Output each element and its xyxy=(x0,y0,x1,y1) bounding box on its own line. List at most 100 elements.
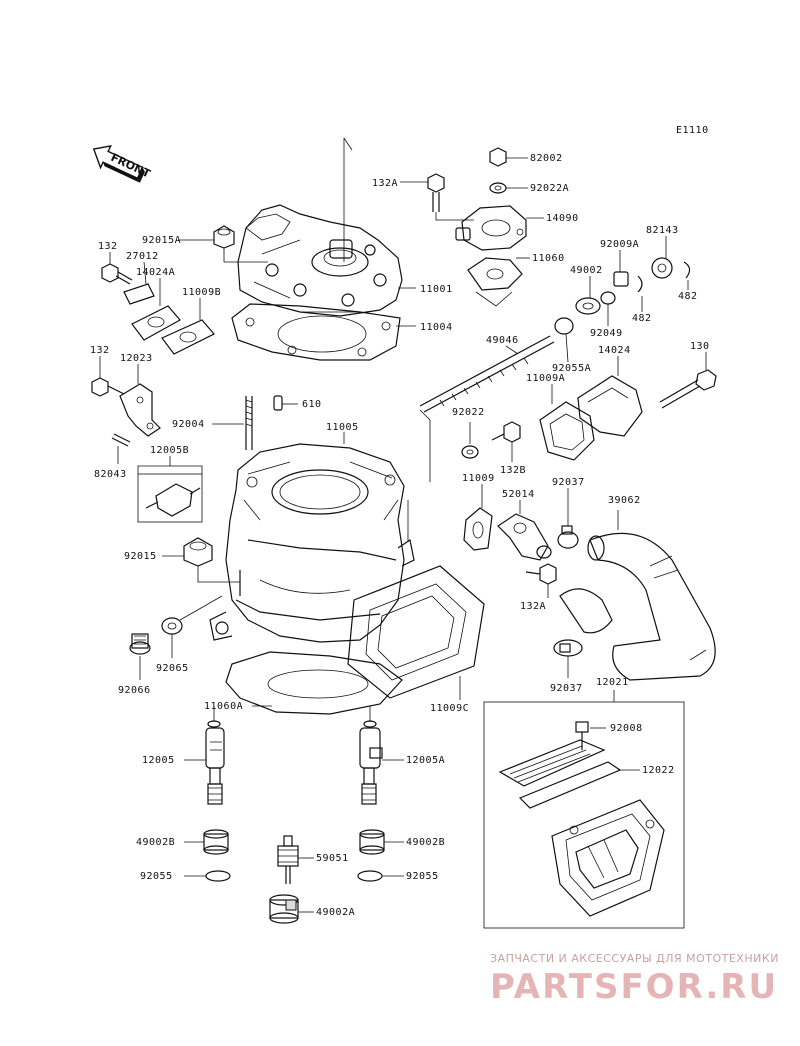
label-92066: 92066 xyxy=(118,685,151,696)
oring-92055-left xyxy=(184,870,231,882)
oring-92055-right xyxy=(357,870,404,882)
bolt-132b xyxy=(491,421,521,462)
gear-59051 xyxy=(277,835,314,884)
label-11004: 11004 xyxy=(420,322,453,333)
label-82002: 82002 xyxy=(530,153,563,164)
nut-92015 xyxy=(162,537,241,596)
label-27012: 27012 xyxy=(126,251,159,262)
reed-gasket-11009c xyxy=(347,565,485,699)
bolt-132-left xyxy=(101,252,133,285)
label-130: 130 xyxy=(690,341,710,352)
label-14024a: 14024A xyxy=(136,267,175,278)
clamp-92037-bottom xyxy=(553,639,583,678)
label-49002: 49002 xyxy=(570,265,603,276)
reed-valve-12021-box xyxy=(483,690,685,929)
seal-82143 xyxy=(651,236,673,279)
valve-12005 xyxy=(184,706,225,805)
bolt-130 xyxy=(659,352,717,409)
label-132-left: 132 xyxy=(98,241,118,252)
label-11060: 11060 xyxy=(532,253,565,264)
seal-92049 xyxy=(600,291,616,326)
label-92049: 92049 xyxy=(590,328,623,339)
diagram-code: E1110 xyxy=(676,125,709,136)
label-82043: 82043 xyxy=(94,469,127,480)
label-11060a: 11060A xyxy=(204,701,243,712)
label-12023: 12023 xyxy=(120,353,153,364)
bolt-132a-top xyxy=(400,173,474,221)
label-482-a: 482 xyxy=(678,291,698,302)
label-11005: 11005 xyxy=(326,422,359,433)
label-11009a: 11009A xyxy=(526,373,565,384)
label-92022a: 92022A xyxy=(530,183,569,194)
bearing-49002b-right xyxy=(359,829,404,855)
label-52014: 52014 xyxy=(502,489,535,500)
label-132a-mid: 132A xyxy=(520,601,546,612)
bush-92009a xyxy=(613,250,629,287)
washer-92065 xyxy=(161,595,223,658)
label-12005b: 12005B xyxy=(150,445,189,456)
reed-cage xyxy=(551,799,665,917)
label-610: 610 xyxy=(302,399,322,410)
label-12005: 12005 xyxy=(142,755,175,766)
pin-610 xyxy=(273,395,298,411)
hose-39062 xyxy=(559,510,716,681)
label-12022: 12022 xyxy=(642,765,675,776)
label-82143: 82143 xyxy=(646,225,679,236)
bearing-49002b-left xyxy=(184,829,229,855)
label-92065: 92065 xyxy=(156,663,189,674)
elbow-52014 xyxy=(497,500,552,561)
label-92037-bottom: 92037 xyxy=(550,683,583,694)
bolt-132-mid xyxy=(91,356,125,397)
label-11001: 11001 xyxy=(420,284,453,295)
label-49002b-right: 49002B xyxy=(406,837,445,848)
clamp-92037-top xyxy=(557,488,579,549)
watermark-logo: PARTSFOR.RU xyxy=(490,967,778,1007)
stud-92004 xyxy=(212,396,253,450)
cylinder-11005 xyxy=(209,443,415,643)
gasket-11009 xyxy=(463,484,493,551)
cover-14024 xyxy=(577,356,643,437)
label-12005a: 12005A xyxy=(406,755,445,766)
clip-482-b xyxy=(637,275,643,312)
label-92009a: 92009A xyxy=(600,239,639,250)
front-arrow-icon xyxy=(92,144,145,183)
shaft-49046 xyxy=(419,335,555,413)
gasket-11009a xyxy=(539,384,595,461)
label-92055a: 92055A xyxy=(552,363,591,374)
label-14090: 14090 xyxy=(546,213,579,224)
valve-12005b-box xyxy=(137,456,203,523)
label-11009: 11009 xyxy=(462,473,495,484)
reed-petal-12022 xyxy=(498,739,640,809)
gasket-11060 xyxy=(467,257,530,307)
bolt-132a-mid xyxy=(525,563,557,598)
label-49046: 49046 xyxy=(486,335,519,346)
bearing-49002 xyxy=(575,276,601,315)
head-gasket-11004 xyxy=(231,303,401,361)
label-92004: 92004 xyxy=(172,419,205,430)
clip-482-a xyxy=(683,261,691,290)
bracket-12023 xyxy=(119,364,161,437)
nut-92015a xyxy=(178,225,268,263)
label-14024: 14024 xyxy=(598,345,631,356)
label-49002b-left: 49002B xyxy=(136,837,175,848)
label-92022: 92022 xyxy=(452,407,485,418)
base-gasket-11060a xyxy=(225,651,403,715)
outlet-14090 xyxy=(455,205,544,251)
label-11009c: 11009C xyxy=(430,703,469,714)
clamp-27012 xyxy=(123,261,155,305)
label-92015: 92015 xyxy=(124,551,157,562)
bush-49002a xyxy=(269,894,314,924)
cylinder-head-11001 xyxy=(237,137,403,317)
label-482-b: 482 xyxy=(632,313,652,324)
pin-82043 xyxy=(111,433,131,464)
label-132b: 132B xyxy=(500,465,526,476)
label-92037-top: 92037 xyxy=(552,477,585,488)
cover-14024a xyxy=(131,278,181,341)
oring-92055a xyxy=(554,317,574,363)
label-92008: 92008 xyxy=(610,723,643,734)
bolt-82002 xyxy=(489,147,528,167)
valve-12005a xyxy=(359,706,404,805)
plug-92066 xyxy=(129,633,151,680)
watermark-line: ЗАПЧАСТИ И АКСЕССУАРЫ ДЛЯ МОТОТЕХНИКИ xyxy=(490,952,779,965)
